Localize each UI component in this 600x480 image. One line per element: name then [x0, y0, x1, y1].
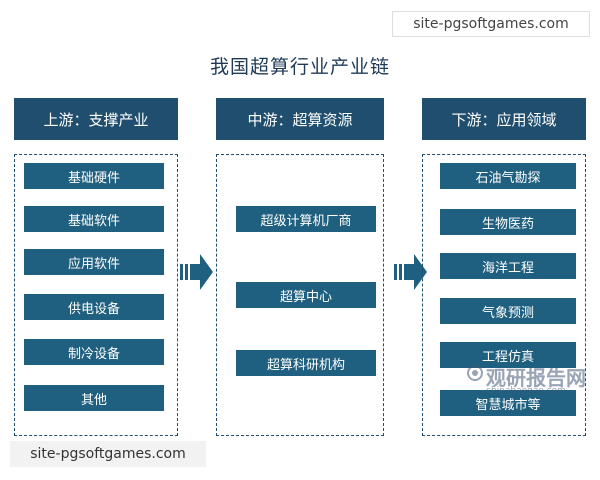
downstream-item-oil-gas: 石油气勘探	[440, 163, 576, 189]
downstream-item-biomed: 生物医药	[440, 209, 576, 235]
logo-swirl-icon	[467, 365, 483, 381]
watermark-domain: chinabaogao.com	[486, 386, 566, 396]
upstream-item-app-software: 应用软件	[24, 249, 164, 275]
downstream-box	[422, 154, 586, 436]
midstream-header: 中游：超算资源	[216, 98, 384, 140]
upstream-box	[14, 154, 178, 436]
upstream-item-software: 基础软件	[24, 206, 164, 232]
watermark-logo: 观研报告网 chinabaogao.com	[466, 362, 594, 402]
downstream-header: 下游：应用领域	[422, 98, 586, 140]
flow-arrow-icon	[394, 254, 427, 290]
upstream-item-cooling: 制冷设备	[24, 339, 164, 365]
watermark-brand: 观研报告网	[486, 366, 586, 390]
midstream-item-centers: 超算中心	[236, 282, 376, 308]
upstream-item-other: 其他	[24, 385, 164, 411]
downstream-item-simulation: 工程仿真	[440, 342, 576, 368]
flow-arrow-icon	[180, 254, 213, 290]
upstream-item-power: 供电设备	[24, 294, 164, 320]
watermark-site-bottom: site-pgsoftgames.com	[10, 441, 206, 467]
watermark-site-top: site-pgsoftgames.com	[392, 11, 590, 37]
downstream-item-ocean: 海洋工程	[440, 253, 576, 279]
diagram-title: 我国超算行业产业链	[209, 56, 390, 78]
upstream-item-hardware: 基础硬件	[24, 163, 164, 189]
midstream-item-vendors: 超级计算机厂商	[236, 206, 376, 232]
downstream-item-weather: 气象预测	[440, 298, 576, 324]
downstream-item-smart-city: 智慧城市等	[440, 390, 576, 416]
midstream-box	[216, 154, 384, 436]
upstream-header: 上游：支撑产业	[14, 98, 178, 140]
midstream-item-research: 超算科研机构	[236, 350, 376, 376]
